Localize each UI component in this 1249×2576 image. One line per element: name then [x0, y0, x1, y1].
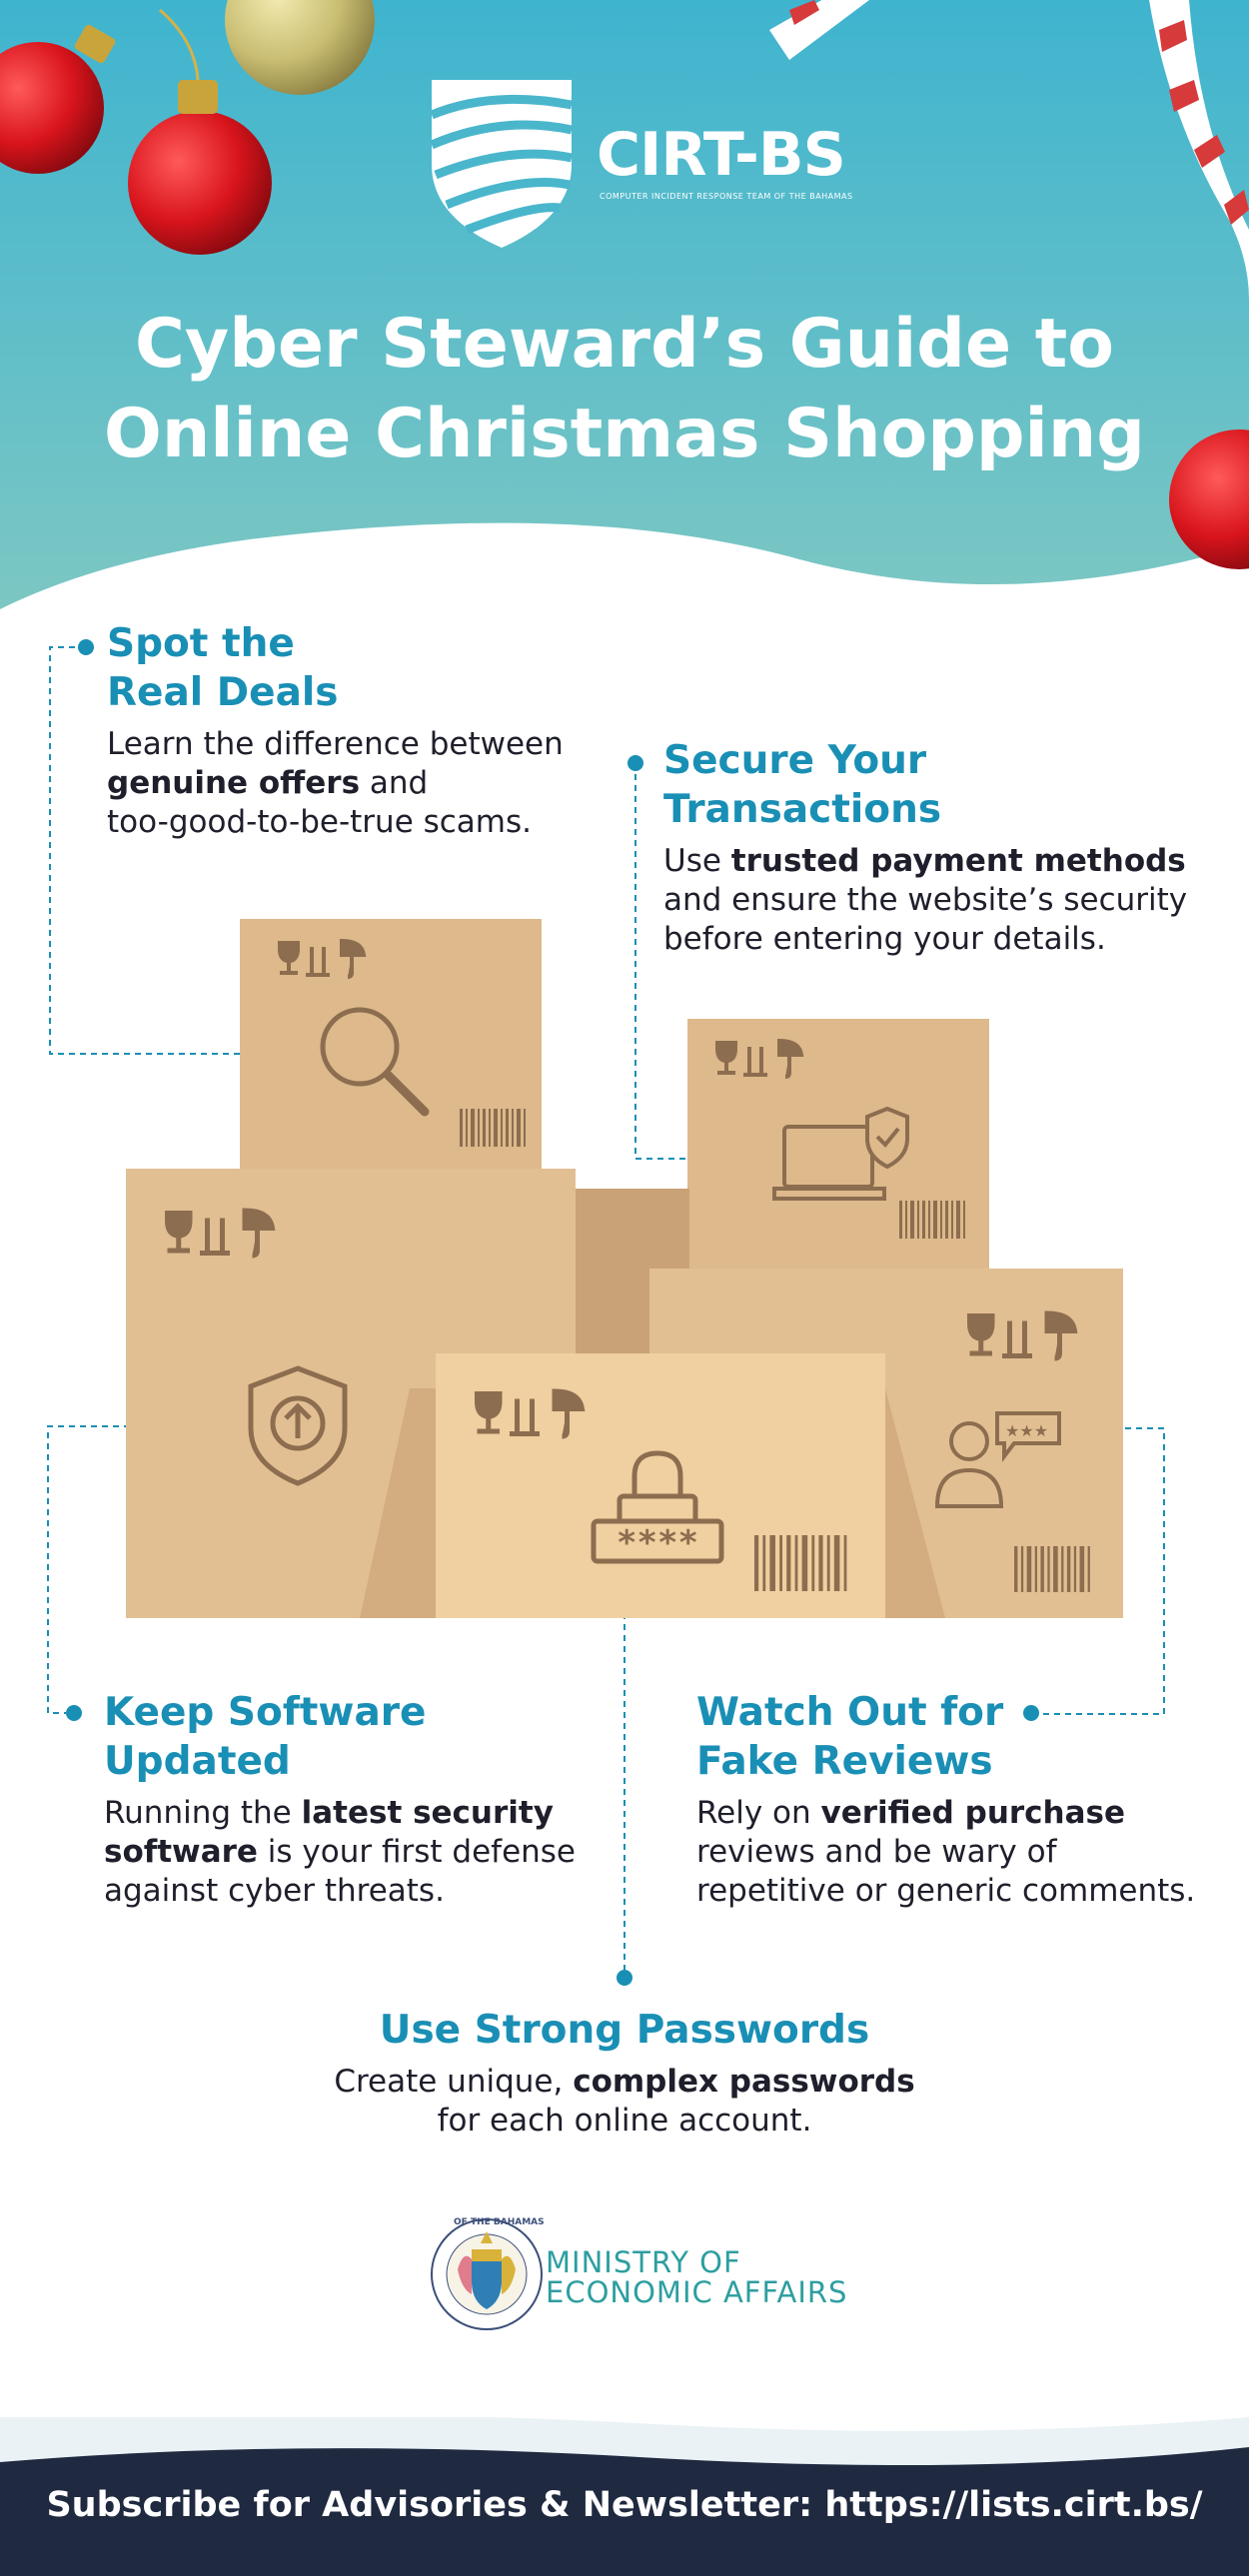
- tip-dot-reviews: [1023, 1705, 1039, 1721]
- tip-software: Keep Software Updated Running the latest…: [104, 1688, 624, 1911]
- tip-software-body: Running the latest security software is …: [104, 1795, 577, 1909]
- title-line-2: Online Christmas Shopping: [104, 395, 1145, 473]
- cirt-bs-logo: CIRT-BS COMPUTER INCIDENT RESPONSE TEAM …: [422, 70, 852, 255]
- tip-secure-heading: Secure Your Transactions: [663, 738, 942, 832]
- logo-name: CIRT-BS: [597, 120, 846, 190]
- shield-upload-icon: [248, 1365, 348, 1486]
- tip-reviews-heading: Watch Out for Fake Reviews: [696, 1690, 1004, 1784]
- tip-deals-body: Learn the difference between genuine off…: [107, 726, 564, 840]
- user-review-icon: ★★★: [934, 1411, 1061, 1508]
- ornament-gold-icon: [225, 0, 375, 95]
- tip-reviews-body: Rely on verified purchase reviews and be…: [696, 1795, 1196, 1909]
- password-mask: ****: [617, 1523, 698, 1563]
- tip-reviews: Watch Out for Fake Reviews Rely on verif…: [696, 1688, 1241, 1911]
- barcode-icon: [460, 1109, 1090, 1592]
- ribbon-icon: [769, 0, 1249, 300]
- ornament-red-center-icon: [128, 8, 272, 255]
- shield-logo-icon: [430, 80, 573, 248]
- tip-dot-secure: [627, 755, 643, 771]
- ornament-red-right-icon: [1169, 429, 1249, 569]
- seal-text: OF THE BAHAMAS: [454, 2217, 545, 2227]
- tip-software-heading: Keep Software Updated: [104, 1690, 427, 1784]
- tip-passwords-heading: Use Strong Passwords: [379, 2008, 870, 2053]
- handling-symbols-icon: [165, 938, 1078, 1439]
- page-title: Cyber Steward’s Guide to Online Christma…: [0, 300, 1249, 479]
- bahamas-seal-icon: [431, 2218, 543, 2330]
- footer-label: Subscribe for Advisories & Newsletter:: [46, 2485, 825, 2525]
- ornament-red-left-icon: [0, 24, 116, 174]
- tip-secure-body: Use trusted payment methods and ensure t…: [663, 843, 1188, 957]
- tip-deals: Spot the Real Deals Learn the difference…: [107, 619, 626, 842]
- tip-dot-software: [66, 1705, 82, 1721]
- ministry-logo: OF THE BAHAMAS MINISTRY OF ECONOMIC AFFA…: [428, 2209, 846, 2339]
- header-banner: [0, 0, 1249, 639]
- magnifier-icon: [320, 1007, 430, 1117]
- footer-bar: [0, 2417, 1249, 2576]
- tip-passwords: Use Strong Passwords Create unique, comp…: [0, 2006, 1249, 2141]
- laptop-shield-icon: [772, 1106, 909, 1201]
- tip-deals-heading: Spot the Real Deals: [107, 621, 339, 715]
- tip-secure: Secure Your Transactions Use trusted pay…: [663, 736, 1233, 959]
- footer-subscribe: Subscribe for Advisories & Newsletter: h…: [0, 2485, 1249, 2525]
- footer-url-link[interactable]: https://lists.cirt.bs/: [824, 2485, 1203, 2525]
- title-line-1: Cyber Steward’s Guide to: [135, 305, 1114, 384]
- tip-passwords-body: Create unique, complex passwords for eac…: [334, 2064, 915, 2139]
- tip-dot-deals: [78, 639, 94, 655]
- padlock-password-icon: [591, 1450, 724, 1564]
- ministry-name: MINISTRY OF ECONOMIC AFFAIRS: [546, 2245, 848, 2309]
- logo-subtitle: COMPUTER INCIDENT RESPONSE TEAM OF THE B…: [600, 192, 853, 201]
- tip-dot-passwords: [617, 1970, 632, 1986]
- svg-text:★★★: ★★★: [1005, 1421, 1048, 1440]
